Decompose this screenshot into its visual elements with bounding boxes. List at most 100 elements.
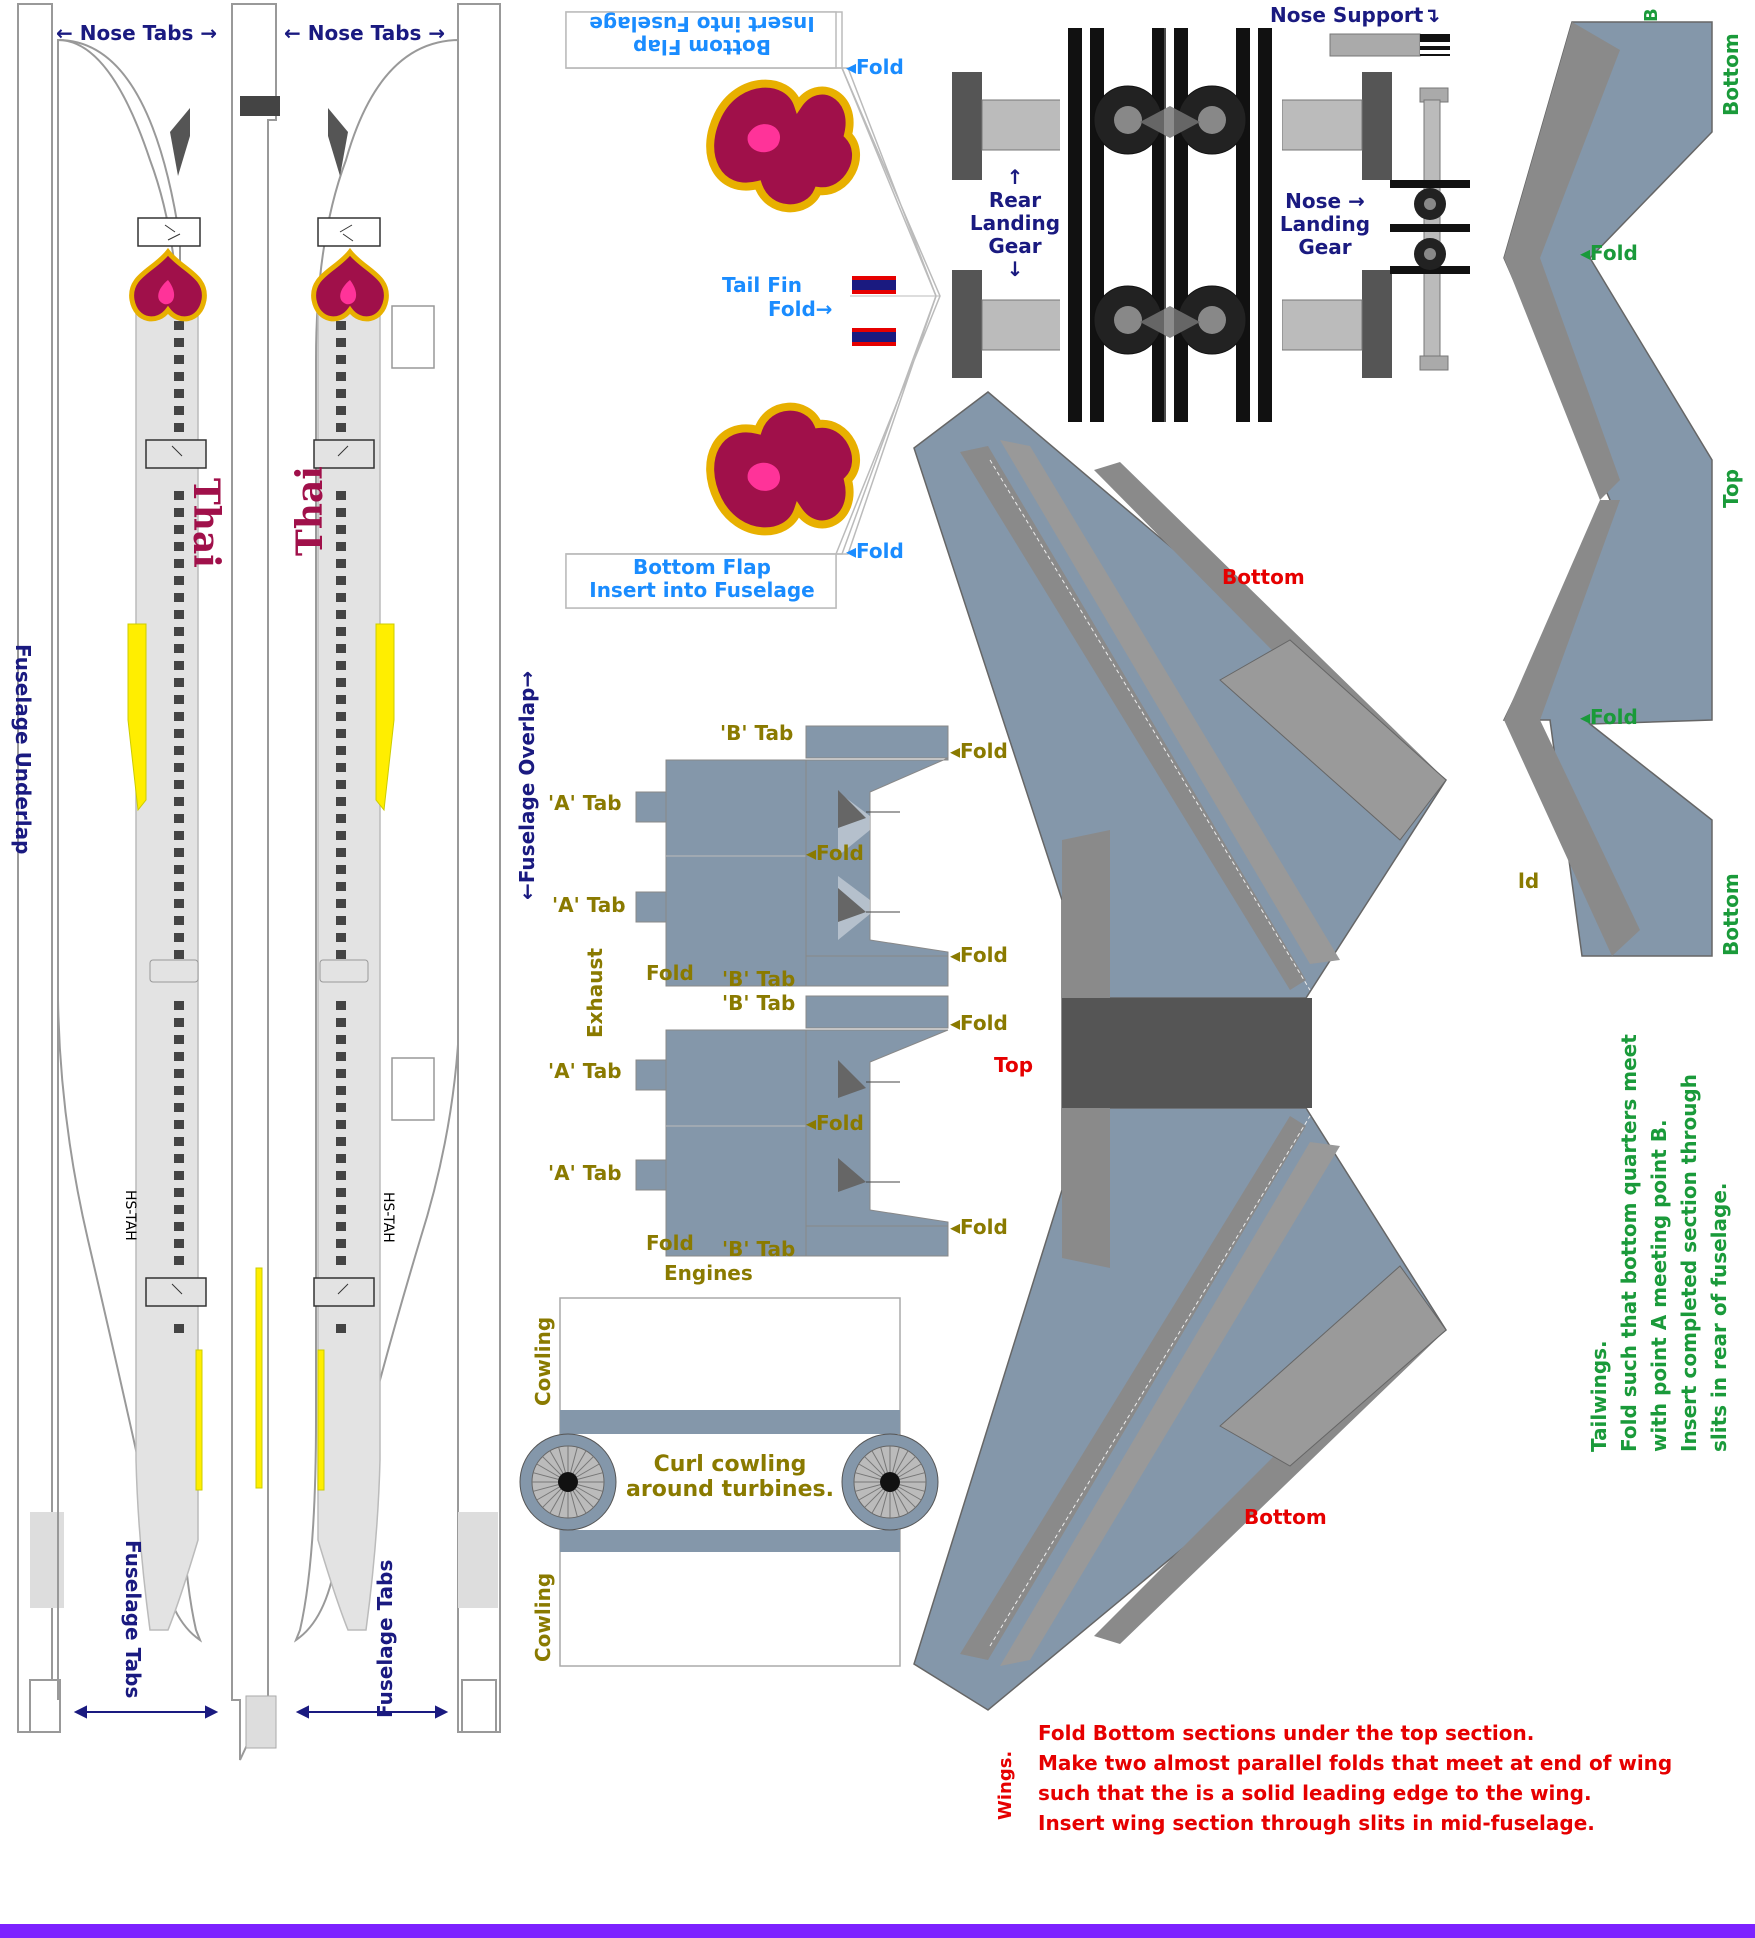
window <box>336 814 346 823</box>
thai-logo-right <box>311 247 389 322</box>
turbine-blade <box>577 1472 603 1480</box>
window <box>174 1052 184 1061</box>
window <box>174 1171 184 1180</box>
turbine-blade <box>536 1486 560 1501</box>
window <box>174 1324 184 1333</box>
window <box>174 525 184 534</box>
window <box>336 763 346 772</box>
engine-exhaust-piece-2 <box>635 995 949 1257</box>
turbine-left-icon <box>519 1433 617 1531</box>
window <box>174 1086 184 1095</box>
wing-bottom-label-bottom: Bottom <box>1244 1505 1327 1529</box>
tail-fin-piece <box>565 11 941 609</box>
tailwing-point-a-fragment: ld <box>1518 869 1540 893</box>
cowling-top-label: Cowling <box>531 1316 555 1406</box>
curl-cowling-label: Curl cowling around turbines. <box>620 1452 840 1503</box>
turbine-blade <box>549 1450 564 1474</box>
turbine-right-icon <box>841 1433 939 1531</box>
nose-landing-gear <box>1329 33 1470 371</box>
wing-top-label: Top <box>994 1053 1034 1077</box>
fuselage-overlap-label: ←Fuselage Overlap→ <box>515 670 539 900</box>
window <box>174 610 184 619</box>
tailwing-fold-2: ◂Fold <box>1580 705 1638 729</box>
turbine-blade <box>549 1490 564 1514</box>
window <box>174 950 184 959</box>
engine-fold-3: ◂Fold <box>950 943 1008 967</box>
window <box>336 542 346 551</box>
window <box>336 1324 346 1333</box>
window <box>174 542 184 551</box>
turbine-blade <box>894 1450 909 1474</box>
window <box>174 321 184 330</box>
window <box>336 321 346 330</box>
window <box>174 763 184 772</box>
window <box>174 899 184 908</box>
window <box>174 389 184 398</box>
window <box>174 1018 184 1027</box>
window <box>336 882 346 891</box>
window <box>174 491 184 500</box>
fuselage-underlap-label: Fuselage Underlap <box>11 644 35 855</box>
turbine-blade <box>864 1456 884 1476</box>
window <box>336 1256 346 1265</box>
tail-fin-bottom-flap-label: Bottom Flap Insert into Fuselage <box>572 556 832 602</box>
window <box>174 729 184 738</box>
window <box>174 695 184 704</box>
turbine-blade <box>898 1486 922 1501</box>
turbine-blade <box>577 1484 603 1492</box>
engine-b-tab-2: 'B' Tab <box>722 967 796 991</box>
tailwing-top-label: Top <box>1719 468 1743 508</box>
engine-a-tab-2: 'A' Tab <box>552 893 626 917</box>
fuselage-tabs-left-label: Fuselage Tabs <box>121 1540 145 1699</box>
turbine-blade <box>858 1463 882 1478</box>
turbine-blade <box>858 1486 882 1501</box>
window <box>336 678 346 687</box>
turbine-blade <box>880 1491 888 1517</box>
turbine-blade <box>533 1484 559 1492</box>
window <box>336 1086 346 1095</box>
tailwing-instruction-2: Fold such that bottom quarters meet <box>1617 1034 1641 1452</box>
turbine-blade <box>572 1450 587 1474</box>
window <box>336 1120 346 1129</box>
tail-fin-top-flap-line2: Insert into Fuselage <box>589 12 815 36</box>
tailwing-instruction-5: slits in rear of fuselage. <box>1707 1182 1731 1453</box>
window <box>174 831 184 840</box>
fuselage-right-body <box>255 108 435 1631</box>
window <box>174 559 184 568</box>
window <box>174 848 184 857</box>
window <box>336 627 346 636</box>
nose-landing-gear-label: Nose → Landing Gear <box>1270 190 1380 259</box>
window <box>174 644 184 653</box>
window <box>174 508 184 517</box>
nose-gear-line1: Nose → <box>1285 189 1365 213</box>
turbine-blade <box>898 1463 922 1478</box>
engines-label: Engines <box>664 1261 753 1285</box>
turbine-blade <box>871 1450 886 1474</box>
exhaust-label: Exhaust <box>583 948 607 1038</box>
window <box>336 1103 346 1112</box>
fuselage-tabs-right-label: Fuselage Tabs <box>373 1559 397 1718</box>
window <box>336 1205 346 1214</box>
window <box>336 1018 346 1027</box>
turbine-blade <box>894 1490 909 1514</box>
cowling-piece <box>519 1297 939 1667</box>
registration-left: HS-TAH <box>122 1190 138 1241</box>
nose-gear-line2: Landing <box>1279 212 1371 236</box>
engine-fold-up-2: Fold <box>646 1231 694 1255</box>
window <box>174 593 184 602</box>
window <box>174 1188 184 1197</box>
window <box>336 491 346 500</box>
turbine-blade <box>536 1463 560 1478</box>
window <box>174 1120 184 1129</box>
tailwing-instructions: Tailwings. Fold such that bottom quarter… <box>1584 1034 1734 1452</box>
window <box>174 576 184 585</box>
engine-b-tab-1: 'B' Tab <box>720 721 794 745</box>
fuselage-left-windows <box>174 270 184 1333</box>
turbine-blade <box>899 1484 925 1492</box>
window <box>336 1239 346 1248</box>
rear-gear-arrow-down: ↓ <box>1006 257 1024 281</box>
window <box>336 712 346 721</box>
rear-gear-line1: Rear <box>988 188 1042 212</box>
tail-fin-bottom-flap-line1: Bottom Flap <box>633 555 771 579</box>
